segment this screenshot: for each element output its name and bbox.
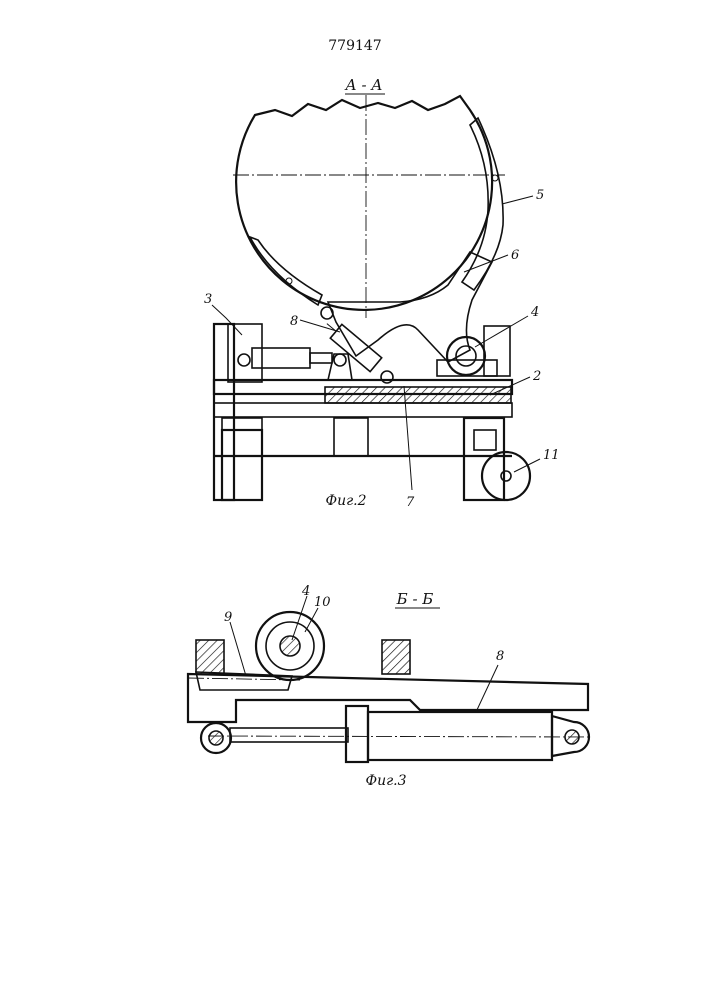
leader-4 xyxy=(292,596,307,640)
figure-3: Б - Б 4 10 9 8 Фиг.3 xyxy=(188,584,590,789)
section-label-a-a: А - А xyxy=(344,76,382,94)
figure-2: А - А xyxy=(204,76,560,510)
label-6: 6 xyxy=(511,248,519,263)
section-label-b-b: Б - Б xyxy=(396,590,434,608)
figure-3-caption: Фиг.3 xyxy=(365,773,406,789)
figure-2-caption: Фиг.2 xyxy=(325,493,366,509)
patent-number: 779147 xyxy=(328,38,381,54)
left-foot xyxy=(222,430,262,500)
label-5: 5 xyxy=(536,188,544,203)
leader-8 xyxy=(300,320,340,332)
leader-6 xyxy=(464,255,508,272)
label-7: 7 xyxy=(406,495,415,510)
leader-8 xyxy=(476,665,498,712)
frame-plate xyxy=(188,674,588,722)
shaft-4 xyxy=(280,636,300,656)
actuator-3-rod xyxy=(310,353,332,363)
leader-5 xyxy=(502,196,533,204)
beam-section-left xyxy=(222,418,262,456)
left-post xyxy=(214,324,234,500)
cylinder-8-rod xyxy=(230,728,348,742)
base-frame-lower xyxy=(214,403,512,417)
label-8: 8 xyxy=(290,314,298,329)
wheel-11 xyxy=(482,452,530,500)
actuator-3-end-pin xyxy=(334,354,346,366)
beam-section-center xyxy=(334,418,368,456)
hatched-block-left xyxy=(196,640,224,674)
cylinder-8-cap xyxy=(346,706,368,762)
hatched-block-right xyxy=(382,640,410,674)
caster-fork xyxy=(474,430,496,450)
cylinder-8-rear-pin xyxy=(209,731,223,745)
leader-3 xyxy=(212,305,242,335)
cradle-arm-5 xyxy=(462,118,503,290)
actuator-3-cylinder xyxy=(252,348,310,368)
cylinder-centerline xyxy=(208,736,590,737)
label-3: 3 xyxy=(204,292,212,307)
pivot-4-outer xyxy=(447,337,485,375)
leader-10 xyxy=(305,608,318,632)
cylinder-8-barrel xyxy=(368,712,552,760)
link-pin-bottom xyxy=(381,371,393,383)
wheel-11-hub xyxy=(501,471,511,481)
rail-2 xyxy=(325,387,511,403)
label-2: 2 xyxy=(532,369,541,384)
label-11: 11 xyxy=(543,448,560,463)
label-9: 9 xyxy=(224,610,232,625)
pivot-bracket xyxy=(437,360,497,376)
label-4: 4 xyxy=(301,584,310,599)
leader-9 xyxy=(230,622,246,676)
cradle-arm-left xyxy=(250,237,322,305)
leader-4 xyxy=(475,316,528,347)
label-8: 8 xyxy=(496,649,504,664)
label-10: 10 xyxy=(314,595,331,610)
link-pin-top xyxy=(321,307,333,319)
label-4: 4 xyxy=(530,305,539,320)
leader-11 xyxy=(514,459,540,472)
actuator-3-pin xyxy=(238,354,250,366)
